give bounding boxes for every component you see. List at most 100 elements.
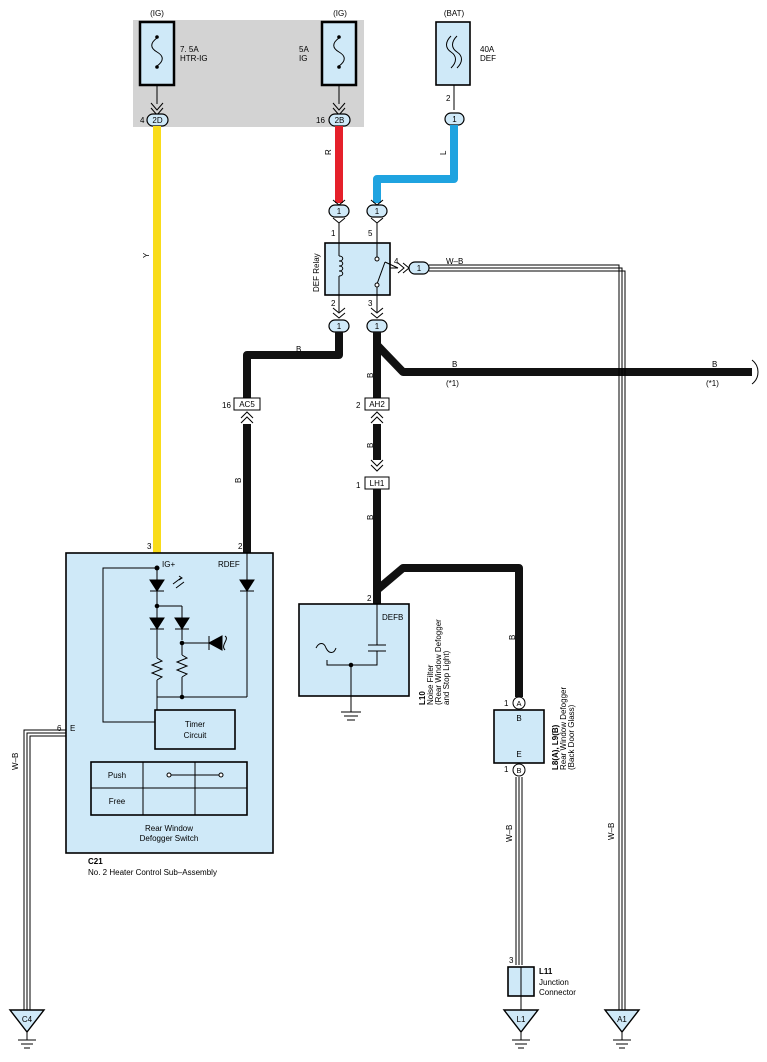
- defogger-name: Rear Window Defogger: [559, 687, 568, 770]
- relay-coil-icon: [338, 255, 344, 277]
- svg-text:C4: C4: [22, 1015, 33, 1024]
- switch-e-label: E: [70, 724, 75, 733]
- defogger-pin-a: 1: [504, 699, 509, 708]
- relay-pin-1: 1: [331, 229, 336, 238]
- relay-pin-5: 5: [368, 229, 373, 238]
- switch-e-pin: 6: [57, 724, 62, 733]
- relay-connector-top-left: [328, 204, 350, 218]
- svg-text:1: 1: [417, 264, 422, 273]
- wire-wb-switch-to-c4: [23, 729, 66, 1010]
- svg-text:A1: A1: [617, 1015, 627, 1024]
- relay-connector-top-right: [366, 204, 388, 218]
- noise-filter-internal: [315, 604, 386, 721]
- ground-c4: C4: [8, 1009, 46, 1049]
- wire-label-wb-c4: W–B: [11, 753, 20, 770]
- connector-ah2: [364, 397, 390, 411]
- svg-text:1: 1: [375, 322, 380, 331]
- fuse-ig: [320, 20, 358, 87]
- wire-label-r: R: [324, 149, 333, 155]
- switch-ig-pin: 3: [147, 542, 152, 551]
- fuse-def-name: DEF: [480, 54, 496, 63]
- relay-pin-2: 2: [331, 299, 336, 308]
- switch-assembly: No. 2 Heater Control Sub–Assembly: [88, 868, 217, 877]
- defogger-pin-b: 1: [504, 765, 509, 774]
- wire-label-b-8: B: [508, 635, 517, 640]
- connector-a: [512, 696, 526, 710]
- wire-label-star1-b: (*1): [706, 379, 719, 388]
- junction-name-2: Connector: [539, 988, 576, 997]
- wire-label-l: L: [439, 150, 448, 155]
- fuse-ig-name: IG: [299, 54, 307, 63]
- wire-label-b-4: B: [366, 373, 375, 378]
- noise-filter-label: DEFB: [382, 613, 403, 622]
- wire-label-b-7: B: [366, 515, 375, 520]
- connector-2d-label: 2D: [152, 116, 162, 125]
- svg-text:1: 1: [337, 322, 342, 331]
- wire-label-b-5: B: [234, 478, 243, 483]
- fuse-htr-ig-name: HTR-IG: [180, 54, 208, 63]
- wire-wb-defogger-to-junction: [515, 777, 523, 965]
- fuse-htr-ig-icon: [151, 37, 163, 67]
- relay-contact-icon: [376, 261, 386, 285]
- wire-label-b-1: B: [296, 345, 301, 354]
- noise-filter-desc-2: and Stop Light): [442, 650, 451, 705]
- noise-filter: [298, 603, 410, 697]
- connector-ac5-label: AC5: [239, 400, 255, 409]
- wire-black-branch-right: [374, 342, 752, 376]
- switch-code: C21: [88, 857, 103, 866]
- defogger-desc: (Back Door Glass): [567, 704, 576, 770]
- svg-text:B: B: [516, 766, 521, 775]
- noise-filter-desc-1: (Rear Window Defogger: [434, 619, 443, 705]
- connector-bat-label: 1: [452, 115, 457, 124]
- connector-ah2-label: AH2: [369, 400, 385, 409]
- wire-label-b-6: B: [366, 443, 375, 448]
- pin-2d-number: 4: [140, 116, 145, 125]
- defogger-label-e: E: [516, 750, 521, 759]
- ah2-pin: 2: [356, 401, 361, 410]
- fuse-htr-ig-rating: 7. 5A: [180, 45, 199, 54]
- wire-blue: [373, 125, 458, 203]
- ac5-pin: 16: [222, 401, 231, 410]
- wire-label-star1-a: (*1): [446, 379, 459, 388]
- wire-label-wb-defogger: W–B: [505, 825, 514, 842]
- timer-label-2: Circuit: [184, 731, 207, 740]
- pin-2b-number: 16: [316, 116, 325, 125]
- noise-filter-pin: 2: [367, 594, 372, 603]
- connector-ac5: [233, 397, 261, 411]
- ground-l1: L1: [502, 1009, 540, 1049]
- switch-rdef-pin: 2: [238, 542, 243, 551]
- switch-push-label: Push: [108, 771, 126, 780]
- svg-text:1: 1: [337, 207, 342, 216]
- fuse-ig-source: (IG): [333, 9, 347, 18]
- rear-window-defogger: [493, 709, 545, 764]
- wire-label-wb-relay: W–B: [446, 257, 463, 266]
- junction-pin: 3: [509, 956, 514, 965]
- fuse-def-rating: 40A: [480, 45, 495, 54]
- noise-filter-code: L10: [418, 691, 427, 705]
- wire-wb-relay-to-a1: [429, 264, 626, 1010]
- fuse-ig-icon: [333, 37, 345, 67]
- timer-circuit: [154, 709, 236, 750]
- wire-black-relay-to-ac5: [243, 332, 343, 398]
- wire-label-wb-a1: W–B: [607, 823, 616, 840]
- connector-lh1-label: LH1: [370, 479, 385, 488]
- junction-name-1: Junction: [539, 978, 569, 987]
- connector-b: [512, 763, 526, 777]
- ground-a1: A1: [603, 1009, 641, 1049]
- noise-filter-name: Noise Filter: [426, 664, 435, 705]
- svg-text:L1: L1: [517, 1015, 526, 1024]
- switch-internal-circuit: [102, 553, 255, 723]
- svg-text:1: 1: [375, 207, 380, 216]
- defogger-label-b: B: [516, 714, 521, 723]
- switch-free-label: Free: [109, 797, 126, 806]
- lh1-pin: 1: [356, 481, 361, 490]
- switch-title-2: Defogger Switch: [140, 834, 199, 843]
- wire-label-y: Y: [142, 252, 151, 258]
- relay-name: DEF Relay: [312, 253, 321, 292]
- fuse-ig-rating: 5A: [299, 45, 309, 54]
- def-relay: [324, 242, 391, 296]
- fuse-def-icon: [446, 35, 462, 69]
- relay-pin-4: 4: [394, 257, 399, 266]
- timer-label-1: Timer: [185, 720, 205, 729]
